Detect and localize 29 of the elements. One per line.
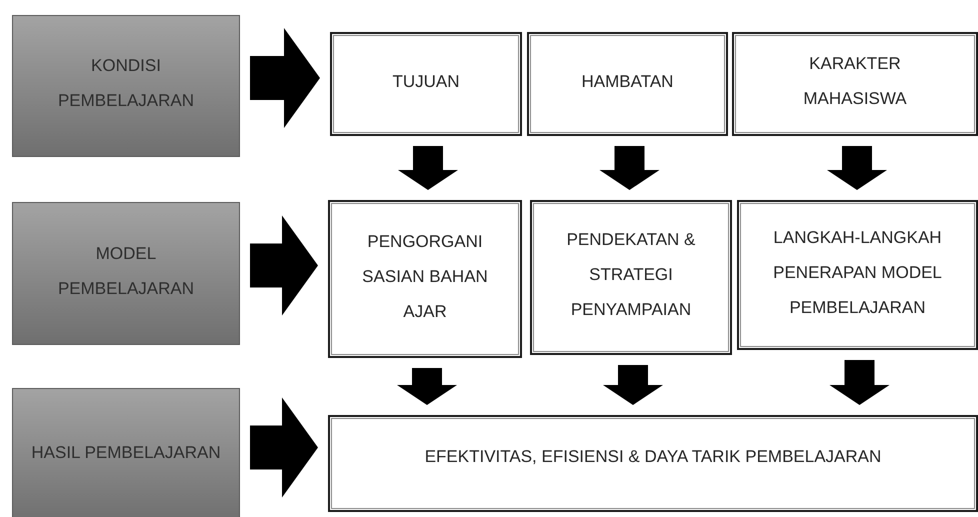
process-box (328, 200, 522, 358)
stage-box (12, 15, 240, 157)
box-label: MODEL PEMBELAJARAN (56, 242, 196, 300)
box-label: PENDEKATAN & STRATEGI PENYAMPAIAN (566, 229, 696, 321)
box-label: PENGORGANI SASIAN BAHAN AJAR (361, 230, 489, 322)
stage-box (12, 202, 240, 345)
box-label: KARAKTER MAHASISWA (802, 53, 908, 110)
box-label: HAMBATAN (582, 70, 674, 92)
process-box (330, 32, 522, 136)
block-arrow (398, 146, 458, 190)
block-arrow (600, 146, 660, 190)
stage-box (12, 388, 240, 517)
block-arrow (250, 216, 318, 316)
box-label: KONDISI PEMBELAJARAN (56, 55, 196, 112)
box-label: LANGKAH-LANGKAH PENERAPAN MODEL PEMBELAJARAN (772, 226, 943, 318)
box-label: TUJUAN (392, 70, 460, 92)
block-arrow (250, 28, 320, 128)
block-arrow (827, 146, 887, 190)
block-arrow (250, 398, 318, 498)
block-arrow (603, 365, 663, 405)
process-box (527, 32, 728, 136)
process-box (530, 200, 732, 355)
box-label: EFEKTIVITAS, EFISIENSI & DAYA TARIK PEMBELAJARAN (424, 446, 882, 468)
block-arrow (830, 360, 890, 405)
process-box (732, 32, 978, 136)
block-arrow (397, 368, 457, 405)
process-box (328, 415, 978, 512)
process-box (737, 200, 978, 350)
box-label: HASIL PEMBELAJARAN (31, 442, 221, 464)
